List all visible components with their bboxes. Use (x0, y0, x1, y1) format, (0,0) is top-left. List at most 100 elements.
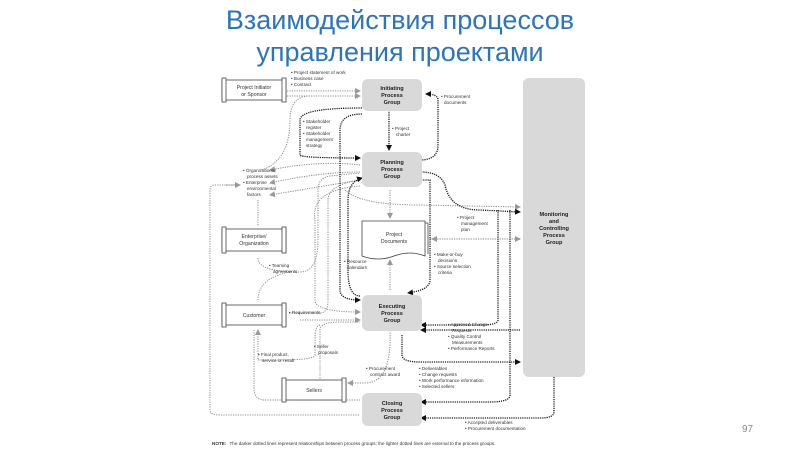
connector-monitoring-closing-2 (420, 377, 555, 421)
connector-planning-org-4 (314, 185, 361, 315)
label-line: • Procurement (366, 366, 396, 371)
label-line: • Procurement documentation (465, 426, 526, 431)
label-line: calendars (347, 265, 368, 270)
label-line: • Requirements (289, 310, 321, 315)
closing-process-group[interactable]: Closing Process Group (362, 393, 422, 426)
label-line: decisions (438, 258, 458, 263)
label-line: • Deliverables (419, 366, 448, 371)
planning-label-1: Planning (380, 160, 404, 166)
label-line: environmental (247, 186, 276, 191)
label-approved-changes: • Approved Change Requests • Quality Con… (448, 322, 495, 351)
initiating-process-group[interactable]: Initiating Process Group (362, 79, 422, 111)
project-documents-label-2: Documents (381, 239, 408, 245)
label-organizational-assets: • Organizational process assets • Enterp… (243, 168, 278, 197)
planning-process-group[interactable]: Planning Process Group (362, 152, 422, 187)
label-line: • Source selection (434, 264, 471, 269)
entity-project-documents[interactable]: Project Documents (361, 220, 429, 260)
monitoring-label-1: Monitoring (540, 212, 569, 218)
connector-initiating-planning-left (299, 107, 363, 161)
slide-title: Взаимодействия процессов управления прое… (0, 4, 800, 68)
connector-executing-customer-final (255, 324, 321, 361)
page-number: 97 (742, 424, 754, 435)
label-sponsor-inputs: • Project statement of work • Business c… (291, 70, 346, 87)
label-accepted-deliverables: • Accepted deliverables • Procurement do… (465, 420, 526, 431)
slide-title-line-2: управления проектами (256, 37, 544, 67)
closing-label-3: Group (384, 415, 401, 421)
entity-sellers[interactable]: Sellers (281, 377, 347, 403)
enterprise-label-2: Organization (239, 241, 269, 247)
diagram-note: NOTE: The darker dotted lines represent … (212, 441, 495, 446)
label-line: management (461, 221, 489, 226)
label-line: • Accepted deliverables (465, 420, 513, 425)
connector-monitoring-closing (420, 210, 511, 405)
label-stakeholder: • Stakeholder register • Stakeholder man… (303, 119, 334, 148)
label-line: service or result (262, 358, 295, 363)
label-line: documents (444, 100, 467, 105)
label-line: • Business case (291, 76, 324, 81)
process-group-connectors (299, 91, 555, 421)
customer-label: Customer (243, 313, 266, 319)
label-line: • Organizational (243, 168, 276, 173)
label-line: • Enterprise (243, 180, 267, 185)
label-seller-proposals: • Seller proposals (314, 344, 339, 355)
closing-label-2: Process (381, 408, 403, 414)
connector-executing-sellers (347, 329, 391, 386)
label-line: • Final product, (258, 352, 289, 357)
label-line: criteria (438, 270, 452, 275)
note-text: The darker dotted lines represent relati… (230, 441, 496, 446)
connector-initiating-loop (339, 113, 363, 303)
label-line: charter (396, 132, 411, 137)
label-resource-calendars: • Resource calendars (344, 259, 368, 270)
label-line: • Contract (291, 82, 312, 87)
svg-text:NOTE: The darker dotted: NOTE: The darker dotted lines represent … (212, 441, 495, 446)
label-line: factors (247, 192, 261, 197)
connector-planning-executing (407, 179, 431, 296)
entity-enterprise-organization[interactable]: Enterprise/ Organization (221, 226, 287, 254)
label-deliverables: • Deliverables • Change requests • Work … (419, 366, 484, 389)
label-line: • Work performance information (419, 378, 484, 383)
connector-planning-initiating (419, 91, 439, 161)
monitoring-controlling-process-group[interactable]: Monitoring and Controlling Process Group (523, 78, 585, 377)
executing-label-3: Group (384, 318, 401, 324)
executing-process-group[interactable]: Executing Process Group (362, 295, 422, 331)
label-line: plan (461, 227, 470, 232)
connector-left-loop (209, 184, 360, 416)
initiating-label-2: Process (381, 93, 403, 99)
planning-label-2: Process (381, 167, 403, 173)
label-line: • Seller (314, 344, 329, 349)
label-line: • Project statement of work (291, 70, 346, 75)
connector-planning-org-3 (269, 179, 361, 198)
connector-teaming-down (257, 271, 291, 301)
label-requirements: • Requirements (289, 310, 321, 315)
label-line: management (306, 137, 334, 142)
monitoring-label-3: Controlling (539, 226, 569, 232)
entity-customer[interactable]: Customer (221, 302, 287, 328)
label-project-charter: • Project charter (392, 126, 411, 137)
label-line: strategy (306, 143, 323, 148)
label-procurement-documents: • Procurement documents (441, 94, 471, 105)
label-line: • Quality Control (448, 334, 481, 339)
connector-closing-customer (253, 330, 360, 401)
monitoring-label-2: and (549, 219, 560, 225)
planning-label-3: Group (384, 174, 401, 180)
initiating-label-3: Group (384, 100, 401, 106)
closing-label-1: Closing (382, 401, 403, 407)
connector-planning-org-2 (269, 171, 361, 185)
sponsor-label-1: Project Initiator (237, 85, 272, 91)
label-line: register (306, 125, 322, 130)
sponsor-label-2: or Sponsor (241, 92, 267, 98)
label-line: agreements (273, 269, 298, 274)
executing-label-2: Process (381, 311, 403, 317)
label-line: • Change requests (419, 372, 458, 377)
connector-executing-planning (347, 176, 363, 297)
connector-planning-org-1 (269, 162, 361, 172)
entity-project-initiator-sponsor[interactable]: Project Initiator or Sponsor (221, 77, 287, 103)
label-line: • Make-or-buy (434, 252, 463, 257)
connector-seller-proposals (319, 321, 360, 383)
label-line: • Project (457, 215, 475, 220)
sellers-label: Sellers (306, 388, 322, 394)
label-line: • Stakeholder (303, 119, 331, 124)
executing-label-1: Executing (379, 304, 406, 310)
connector-planning-monitoring-light (344, 189, 521, 210)
